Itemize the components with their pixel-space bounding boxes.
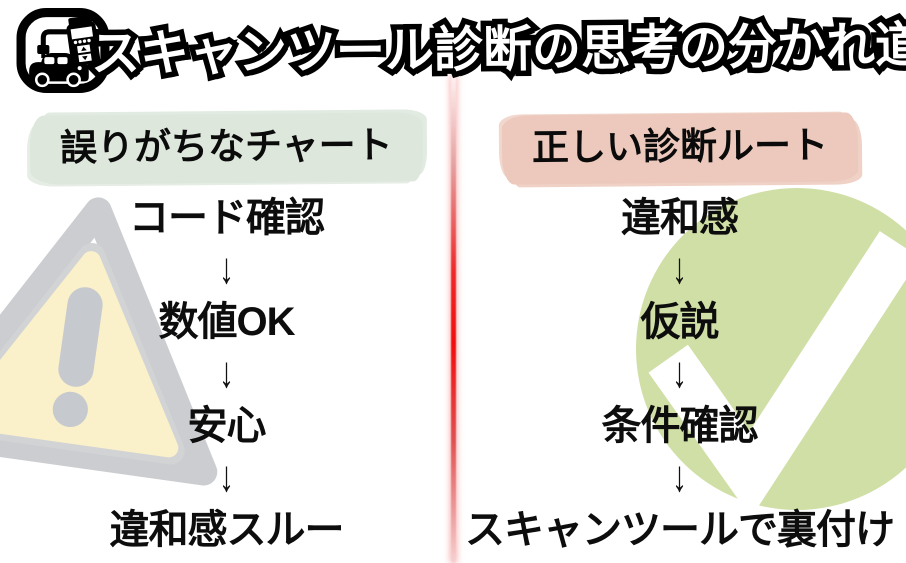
checkmark-circle-icon bbox=[636, 188, 906, 510]
center-divider-line bbox=[451, 76, 456, 563]
page-title-text: スキャンツール診断の思考の分かれ道 bbox=[90, 18, 906, 81]
page-title: スキャンツール診断の思考の分かれ道 スキャンツール診断の思考の分かれ道 bbox=[85, 6, 906, 94]
wrong-flow-column: 誤りがちなチャート コード確認 ↓ 数値OK ↓ 安心 ↓ 違和感スルー bbox=[0, 104, 453, 556]
scan-tool-car-icon bbox=[16, 8, 110, 93]
flow-step: スキャンツールで裏付け bbox=[465, 508, 895, 552]
down-arrow-icon: ↓ bbox=[672, 245, 687, 294]
down-arrow-icon: ↓ bbox=[672, 453, 687, 502]
flow-step: 仮説 bbox=[640, 300, 720, 344]
down-arrow-icon: ↓ bbox=[219, 349, 234, 398]
correct-flow-column: 正しい診断ルート 違和感 ↓ 仮説 ↓ 条件確認 ↓ スキャンツールで裏付け bbox=[453, 104, 906, 556]
down-arrow-icon: ↓ bbox=[219, 453, 234, 502]
flow-step: 数値OK bbox=[158, 300, 296, 344]
correct-flow-header: 正しい診断ルート bbox=[501, 104, 858, 192]
down-arrow-icon: ↓ bbox=[672, 349, 687, 398]
flow-step: 条件確認 bbox=[601, 404, 759, 448]
flow-step: 違和感 bbox=[621, 196, 739, 240]
down-arrow-icon: ↓ bbox=[219, 245, 234, 294]
flow-step: 違和感スルー bbox=[109, 508, 345, 552]
flow-step: 安心 bbox=[187, 404, 267, 448]
header-bar: スキャンツール診断の思考の分かれ道 スキャンツール診断の思考の分かれ道 bbox=[0, 0, 906, 102]
flow-step: コード確認 bbox=[129, 196, 325, 240]
correct-flow-header-label: 正しい診断ルート bbox=[501, 112, 858, 184]
warning-triangle-icon bbox=[0, 197, 218, 486]
wrong-flow-header: 誤りがちなチャート bbox=[29, 104, 424, 192]
wrong-flow-header-label: 誤りがちなチャート bbox=[29, 111, 424, 185]
